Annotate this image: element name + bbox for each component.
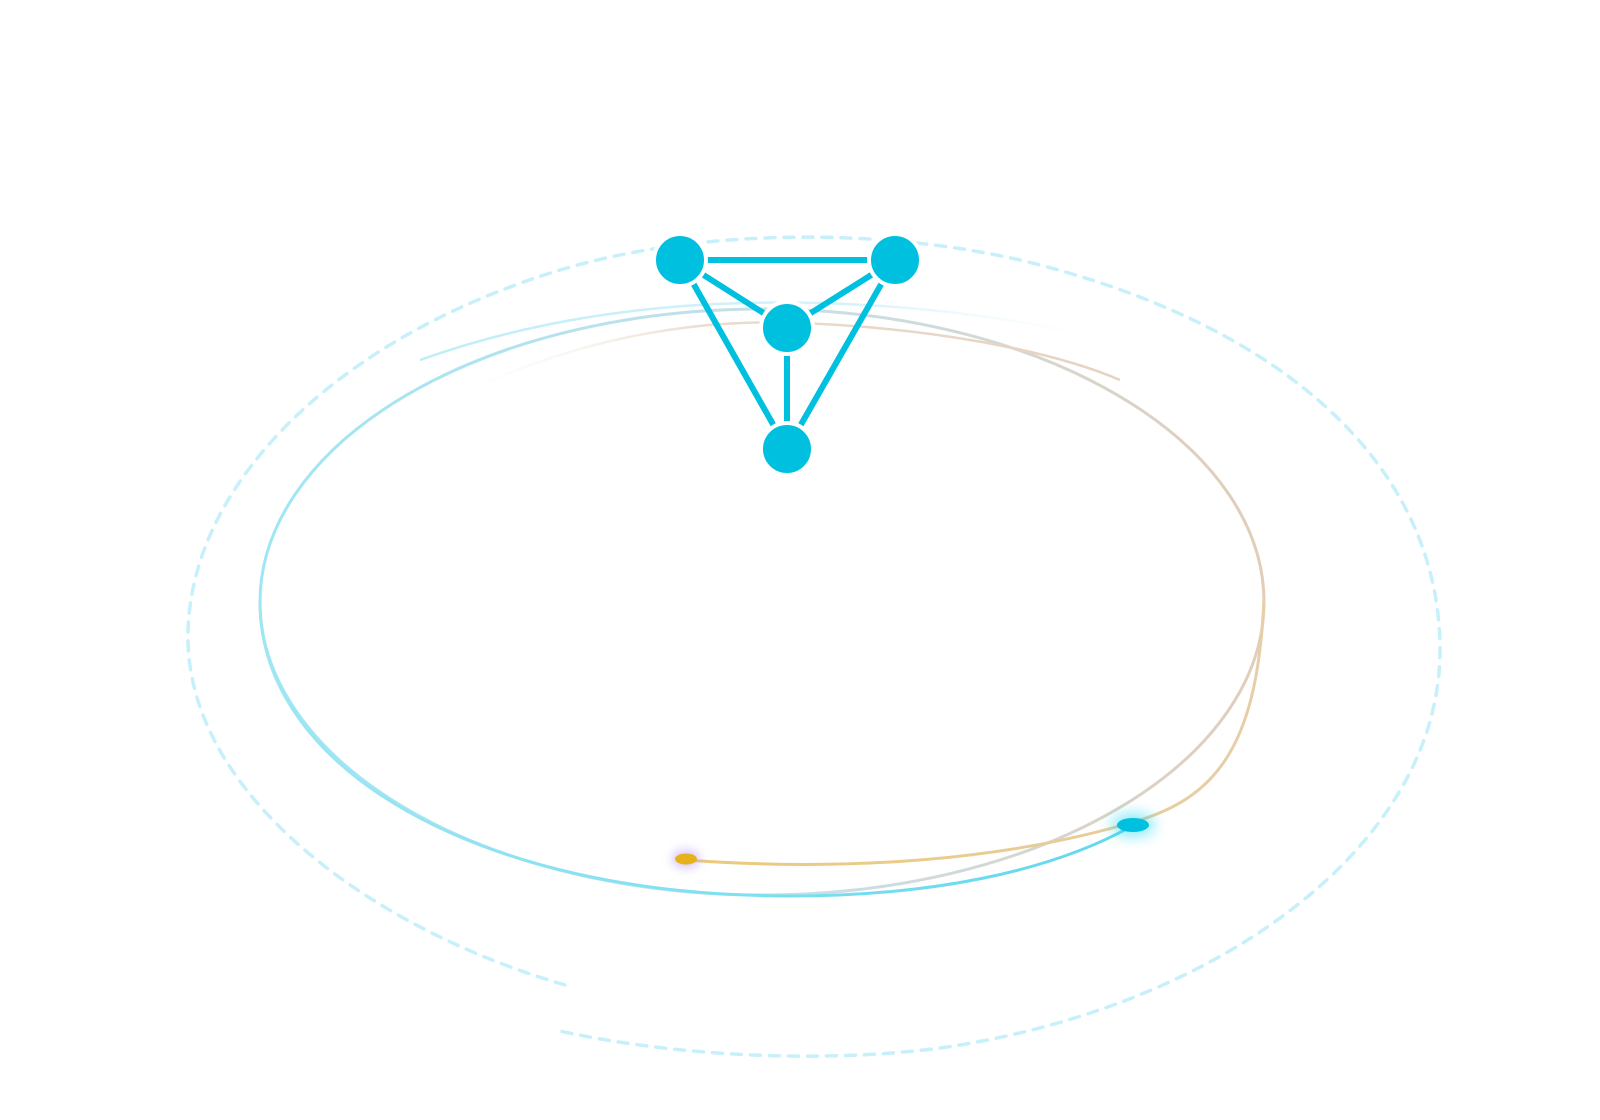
network-node-top-left [652,232,708,288]
cyan-orbit-arc [258,601,1133,898]
inner-orbit [258,307,1266,897]
tetrahedron-network-icon [652,232,923,477]
gold-orbit-arc [685,597,1266,866]
cyan-orbit-dot [1111,813,1155,837]
network-node-bottom [759,421,815,477]
network-node-center [759,300,815,356]
gold-orbit-dot [672,850,700,868]
top-fade-arc-cyan [419,301,1141,362]
outer-dashed-orbit [186,235,1442,1058]
network-node-top-right [867,232,923,288]
